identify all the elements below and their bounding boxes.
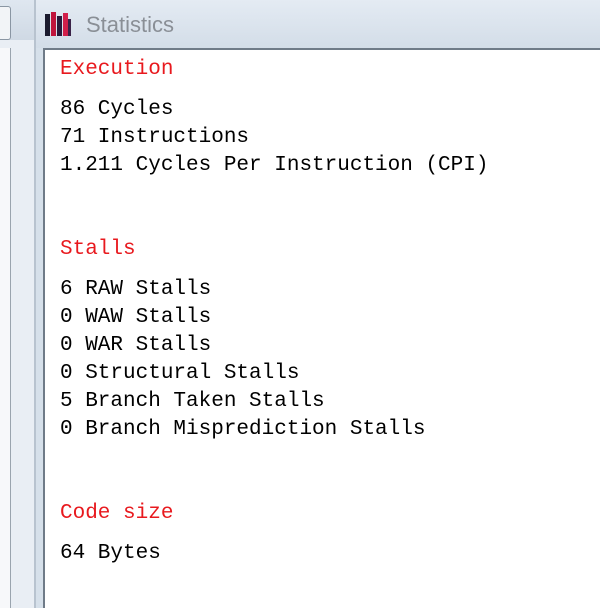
stalls-heading: Stalls — [60, 238, 136, 261]
code-size-list: 64 Bytes — [60, 540, 161, 568]
statistics-window: Statistics Execution 86 Cycles 71 Instru… — [36, 0, 600, 608]
stat-line-waw-stalls: 0 WAW Stalls — [60, 306, 212, 329]
background-window-panel — [0, 48, 11, 608]
stalls-list: 6 RAW Stalls 0 WAW Stalls 0 WAR Stalls 0… — [60, 276, 425, 444]
window-divider[interactable] — [34, 0, 36, 608]
background-window-button[interactable] — [0, 6, 11, 40]
stat-line-instructions: 71 Instructions — [60, 126, 250, 149]
stat-line-cpi: 1.211 Cycles Per Instruction (CPI) — [60, 154, 489, 177]
window-titlebar[interactable]: Statistics — [36, 0, 600, 48]
background-window-edge — [0, 0, 34, 608]
stat-line-war-stalls: 0 WAR Stalls — [60, 334, 212, 357]
stat-line-structural-stalls: 0 Structural Stalls — [60, 362, 300, 385]
statistics-app-icon — [45, 12, 71, 36]
execution-heading: Execution — [60, 58, 174, 81]
execution-list: 86 Cycles 71 Instructions 1.211 Cycles P… — [60, 96, 488, 180]
stat-line-code-bytes: 64 Bytes — [60, 542, 161, 565]
stat-line-branch-taken-stalls: 5 Branch Taken Stalls — [60, 390, 325, 413]
window-title: Statistics — [86, 12, 175, 37]
stat-line-cycles: 86 Cycles — [60, 98, 174, 121]
statistics-content: Execution 86 Cycles 71 Instructions 1.21… — [43, 48, 600, 608]
code-size-heading: Code size — [60, 502, 174, 525]
stat-line-branch-misprediction-stalls: 0 Branch Misprediction Stalls — [60, 418, 426, 441]
stat-line-raw-stalls: 6 RAW Stalls — [60, 278, 212, 301]
